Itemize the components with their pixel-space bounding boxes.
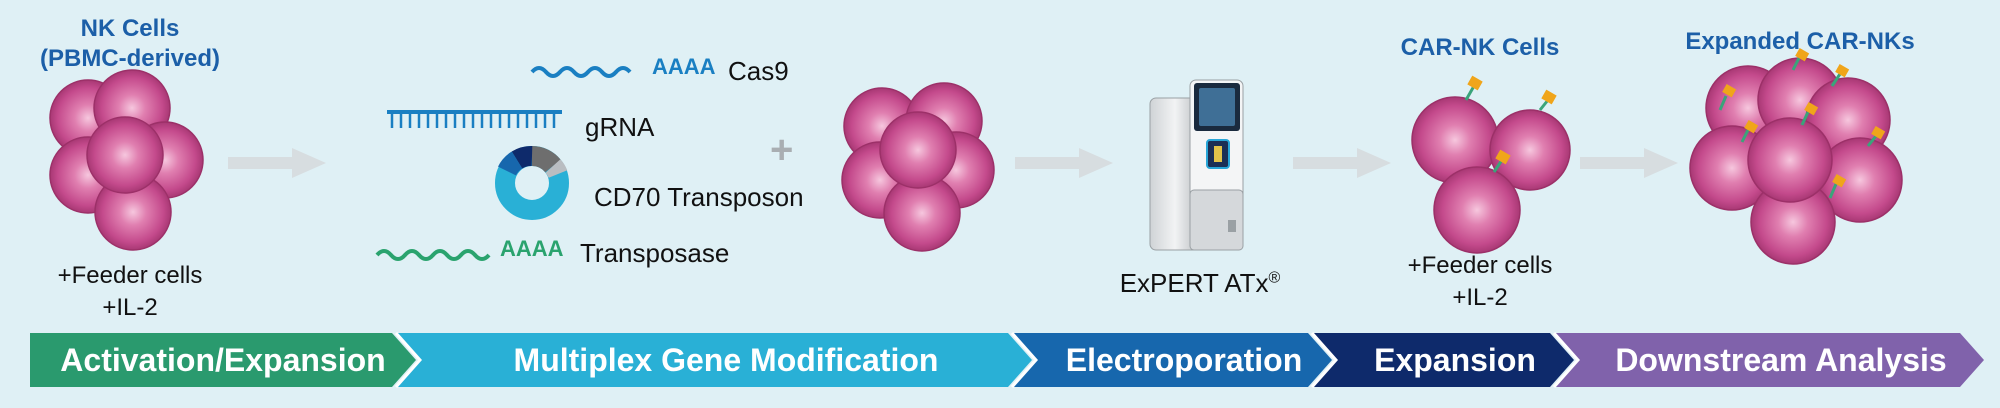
nk-cell-cluster-2 — [841, 82, 995, 252]
transposon-plasmid-icon — [495, 145, 569, 220]
stage1-note-line2: +IL-2 — [102, 294, 158, 321]
stage4-note-line1: +Feeder cells — [1407, 252, 1553, 279]
stage1-note-line1: +Feeder cells — [57, 262, 203, 289]
nk-cell-cluster-1 — [49, 69, 204, 251]
step-chevron-2 — [396, 333, 1032, 387]
cas9-label: Cas9 — [728, 56, 789, 86]
registered-mark: ® — [1268, 269, 1281, 287]
step-chevron-5 — [1554, 333, 1984, 387]
step-label-electroporation: Electroporation — [1065, 341, 1303, 378]
process-arrow-1 — [228, 148, 326, 178]
transposase-polya-tail: AAAA — [500, 236, 564, 261]
stage5-title: Expanded CAR-NKs — [1685, 28, 1915, 55]
transposon-label: CD70 Transposon — [594, 182, 804, 212]
step-label-expansion: Expansion — [1374, 341, 1536, 378]
step-label-downstream-analysis: Downstream Analysis — [1615, 341, 1947, 378]
stage4-note-line2: +IL-2 — [1452, 284, 1508, 311]
car-receptor-icons-1 — [1464, 75, 1557, 173]
car-receptor-icons-2 — [1718, 48, 1886, 199]
plus-sign: + — [770, 128, 794, 172]
process-arrow-2 — [1015, 148, 1113, 178]
car-nk-cell-cluster — [1411, 96, 1571, 254]
step-banner — [30, 332, 1984, 388]
step-label-activation: Activation/Expansion — [60, 341, 386, 378]
step-chevron-4 — [1312, 333, 1574, 387]
cas9-polya-tail: AAAA — [652, 54, 716, 79]
step-chevron-1 — [30, 333, 416, 387]
grna-label: gRNA — [585, 112, 655, 142]
transposase-label: Transposase — [580, 238, 730, 268]
device-label: ExPERT ATx® — [1100, 268, 1300, 299]
expanded-car-nk-cluster — [1689, 57, 1903, 265]
stage4-title: CAR-NK Cells — [1400, 34, 1560, 61]
stage1-title-line2: (PBMC-derived) — [39, 45, 220, 72]
cas9-mrna-icon — [530, 66, 632, 78]
stage4-conditions: +Feeder cells +IL-2 — [1380, 250, 1580, 314]
process-arrow-4 — [1580, 148, 1678, 178]
transposase-mrna-icon — [375, 249, 491, 261]
stage1-title-line1: NK Cells — [80, 15, 180, 42]
process-arrow-3 — [1293, 148, 1391, 178]
stage1-title: NK Cells (PBMC-derived) — [10, 14, 250, 74]
grna-icon — [387, 110, 562, 128]
electroporation-device-icon — [1149, 79, 1244, 251]
device-name: ExPERT ATx — [1119, 268, 1269, 298]
step-chevron-3 — [1012, 333, 1332, 387]
step-label-gene-modification: Multiplex Gene Modification — [513, 341, 939, 378]
stage1-conditions: +Feeder cells +IL-2 — [10, 260, 250, 324]
